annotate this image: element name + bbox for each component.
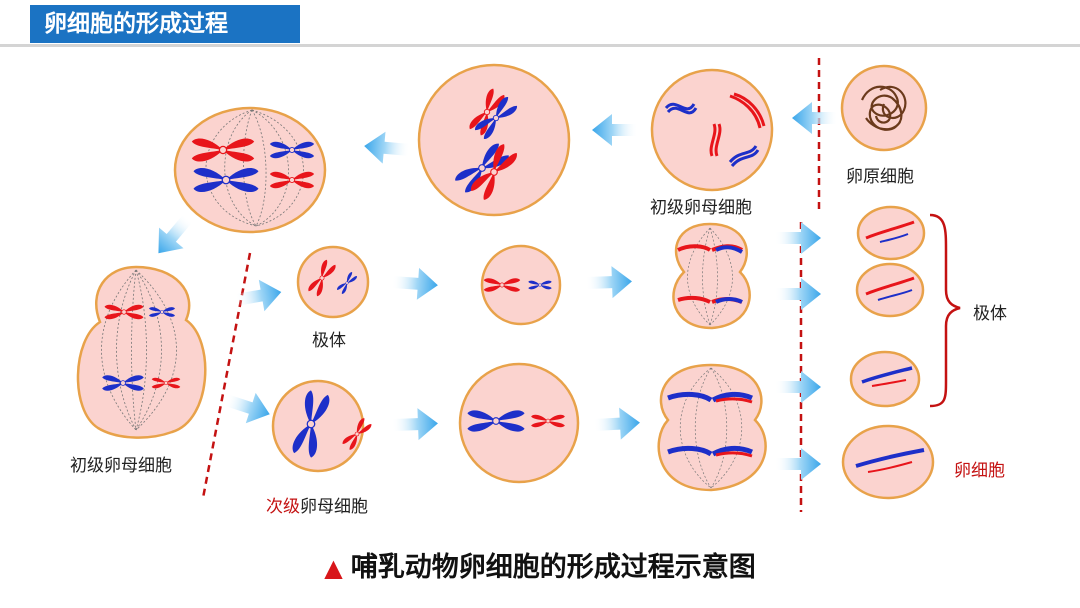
label-oogonium: 卵原细胞 bbox=[846, 167, 914, 187]
cell-first-polar-body bbox=[296, 245, 370, 319]
cell-result-polar-3 bbox=[849, 350, 921, 408]
cell-oogonium bbox=[840, 64, 928, 152]
cell-result-polar-1 bbox=[856, 205, 926, 261]
caption-text: 哺乳动物卵细胞的形成过程示意图 bbox=[350, 552, 756, 583]
arrow-tetrad-to-metaphase bbox=[362, 130, 412, 166]
header-bar bbox=[30, 5, 300, 43]
arrow-to-secondary bbox=[221, 384, 275, 430]
label-egg-cell: 卵细胞 bbox=[954, 461, 1005, 481]
label-secondary-prefix: 次级 bbox=[266, 497, 300, 517]
arrow-primary-to-tetrad bbox=[592, 114, 638, 146]
arrow-to-result-2 bbox=[775, 278, 821, 310]
cell-anaphase-one bbox=[76, 265, 207, 439]
cell-secondary-oocyte bbox=[271, 379, 373, 473]
cell-result-polar-2 bbox=[855, 262, 925, 318]
cell-metaphase-one bbox=[173, 106, 327, 234]
label-secondary-suffix: 卵母细胞 bbox=[300, 497, 368, 517]
arrow-metaphase-to-anaphase bbox=[146, 207, 201, 264]
arrow-secondary-meta-to-anaphase bbox=[593, 406, 641, 441]
arrow-secondary-to-metaphase bbox=[391, 407, 439, 441]
cell-tetrad bbox=[417, 63, 571, 217]
label-polar-body-group: 极体 bbox=[973, 304, 1007, 324]
arrow-oogonium-to-primary bbox=[792, 102, 838, 134]
figure-caption: ▲哺乳动物卵细胞的形成过程示意图 bbox=[0, 545, 1080, 584]
label-secondary-oocyte: 次级卵母细胞 bbox=[266, 492, 368, 517]
header-divider bbox=[0, 44, 1080, 47]
polar-body-bracket bbox=[929, 213, 961, 408]
label-primary-oocyte-left: 初级卵母细胞 bbox=[70, 456, 172, 476]
arrow-to-polar-body bbox=[233, 276, 285, 316]
arrow-polar-meta-to-anaphase bbox=[585, 265, 633, 299]
cell-result-egg bbox=[841, 424, 935, 500]
page-title: 卵细胞的形成过程 bbox=[44, 11, 228, 37]
cell-primary-oocyte-top bbox=[650, 68, 774, 192]
caption-triangle-icon: ▲ bbox=[324, 554, 343, 582]
arrow-to-egg bbox=[775, 448, 821, 480]
divider-left bbox=[201, 252, 252, 499]
label-polar-body: 极体 bbox=[312, 331, 346, 351]
cell-secondary-metaphase bbox=[458, 362, 580, 484]
cell-polar-body-anaphase bbox=[672, 222, 751, 330]
cell-polar-body-metaphase bbox=[480, 244, 562, 326]
arrow-to-result-1 bbox=[775, 222, 821, 254]
arrow-to-result-3 bbox=[775, 371, 821, 403]
arrow-polar-to-metaphase bbox=[390, 266, 440, 302]
label-primary-oocyte-top: 初级卵母细胞 bbox=[650, 198, 752, 218]
cell-secondary-anaphase bbox=[657, 363, 767, 492]
